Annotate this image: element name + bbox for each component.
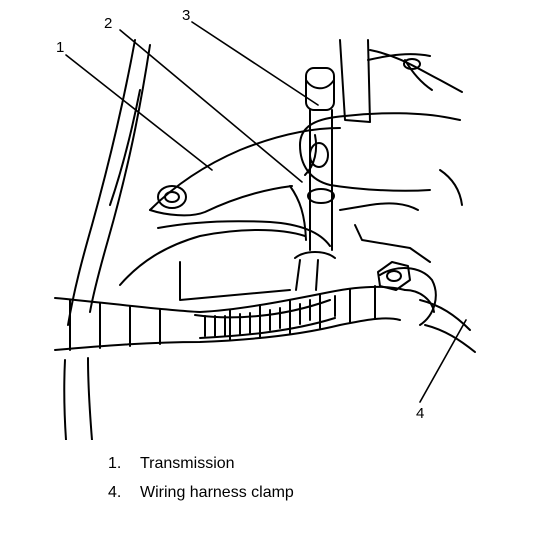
legend-label: Transmission (140, 454, 235, 472)
wiring-harness (54, 285, 406, 351)
callout-4: 4 (416, 405, 425, 422)
legend-number: 1. (108, 454, 122, 472)
transmission-harness-illustration (54, 21, 476, 440)
transmission-case (119, 127, 341, 301)
harness-clamp (377, 261, 476, 353)
callout-1: 1 (56, 39, 65, 56)
crossmember (339, 39, 433, 263)
legend-item: 4. Wiring harness clamp (108, 478, 294, 507)
callout-3: 3 (182, 7, 191, 24)
legend-number: 4. (108, 483, 122, 501)
legend: 1. Transmission 4. Wiring harness clamp (108, 449, 294, 507)
callout-2: 2 (104, 15, 113, 32)
dipstick-tube (294, 67, 336, 291)
legend-label: Wiring harness clamp (140, 483, 294, 501)
legend-item: 1. Transmission (108, 449, 294, 478)
frame-rail (63, 39, 151, 440)
hand (299, 49, 463, 206)
